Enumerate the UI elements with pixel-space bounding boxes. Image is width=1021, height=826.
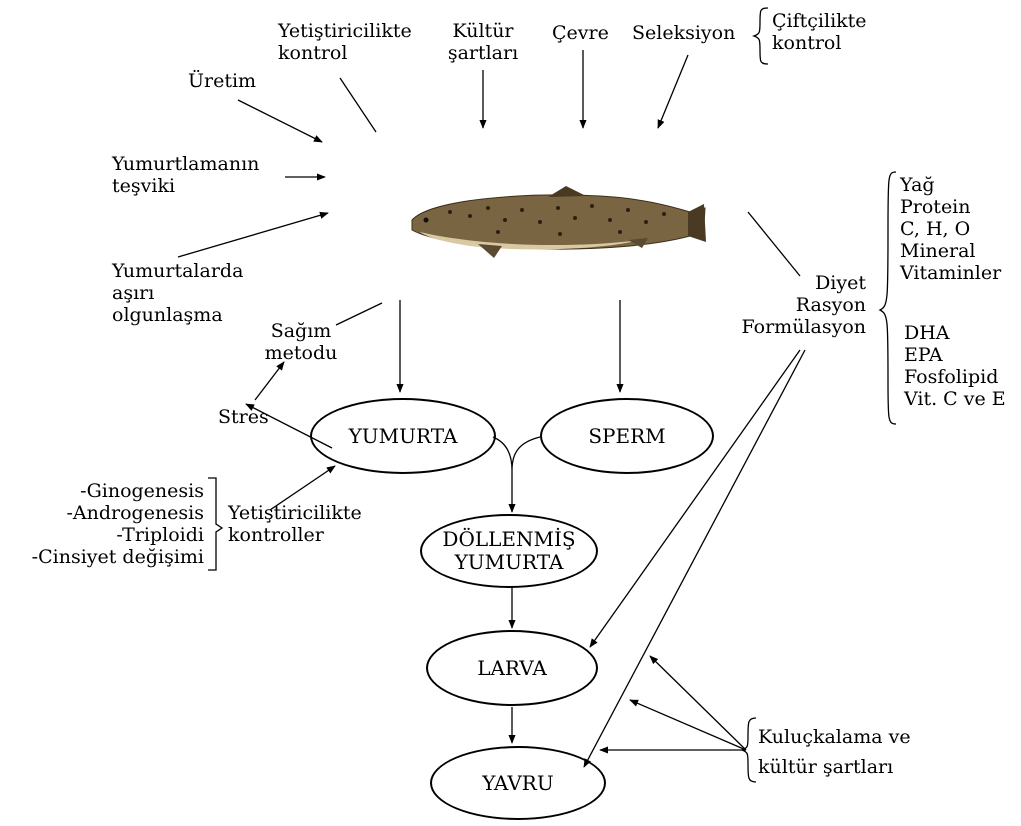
overripening-label: Yumurtalarda aşırı olgunlaşma xyxy=(112,260,243,326)
trout-eye xyxy=(424,218,429,223)
selection-label: Seleksiyon xyxy=(632,22,735,44)
trout-pectoral-fin xyxy=(478,244,502,258)
fatty-acid-list: DHA EPA Fosfolipid Vit. C ve E xyxy=(904,322,1006,410)
producer-controls-label: Yetiştiricilikte kontroller xyxy=(228,502,362,546)
nutrient-bracket xyxy=(880,172,896,424)
farming-control-bracket xyxy=(754,8,768,64)
egg-node: YUMURTA xyxy=(310,398,496,474)
production-label: Üretim xyxy=(188,70,256,92)
producer-control-label: Yetiştiricilikte kontrol xyxy=(278,20,412,64)
nutrient-list: Yağ Protein C, H, O Mineral Vitaminler xyxy=(900,174,1001,284)
culture-conditions-label: Kültür şartları xyxy=(430,20,536,64)
spawning-induction-label: Yumurtlamanın teşviki xyxy=(112,153,259,197)
genetic-bracket xyxy=(208,478,222,570)
stripping-method-label: Sağım metodu xyxy=(262,320,340,364)
trout-dorsal-fin xyxy=(548,186,586,197)
farming-control-label: Çiftçilikte kontrol xyxy=(772,10,867,54)
fertilized-egg-node: DÖLLENMİŞ YUMURTA xyxy=(420,514,598,588)
incubation-label: Kuluçkalama ve kültür şartları xyxy=(758,722,911,782)
trout-image xyxy=(412,186,706,258)
larva-node: LARVA xyxy=(426,630,598,706)
stress-label: Stres xyxy=(218,406,269,428)
diet-label: Diyet Rasyon Formülasyon xyxy=(716,272,866,338)
genetic-techniques-list: -Ginogenesis -Androgenesis -Triploidi -C… xyxy=(4,480,204,568)
sperm-node: SPERM xyxy=(540,398,714,474)
trout-tail xyxy=(688,204,706,242)
juvenile-node: YAVRU xyxy=(430,746,606,820)
environment-label: Çevre xyxy=(552,22,609,44)
